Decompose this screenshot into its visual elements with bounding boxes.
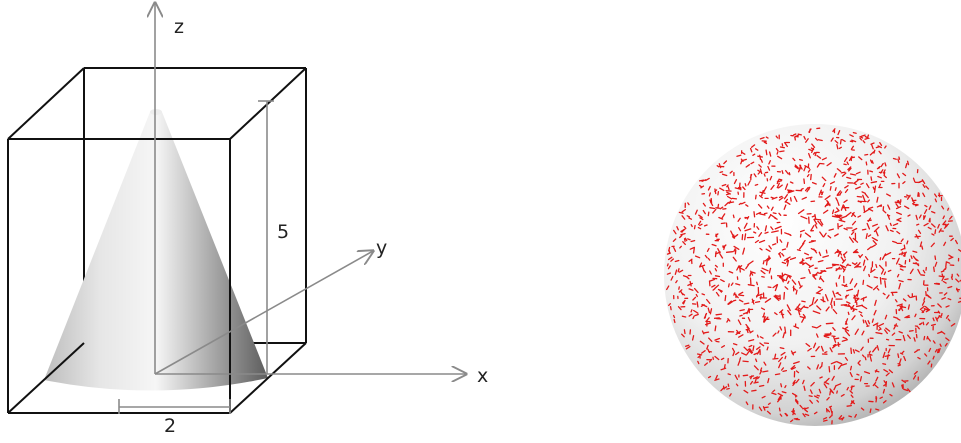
- sphere-particles: [666, 127, 961, 425]
- y-axis-label: y: [376, 237, 387, 259]
- z-axis-label: z: [174, 16, 184, 38]
- radius-dimension: [118, 399, 231, 414]
- height-dimension: [258, 100, 274, 374]
- bounding-box-front: [7, 67, 307, 414]
- cone-apex: [150, 109, 162, 115]
- cone-surface: [44, 112, 268, 391]
- particle-strokes: [666, 127, 961, 425]
- cone-diagram: z x y 5 2: [7, 3, 488, 437]
- sphere-diagram: [664, 124, 961, 426]
- radius-label: 2: [164, 415, 176, 437]
- x-axis-label: x: [477, 365, 488, 387]
- height-label: 5: [277, 221, 289, 243]
- y-axis: [154, 251, 373, 375]
